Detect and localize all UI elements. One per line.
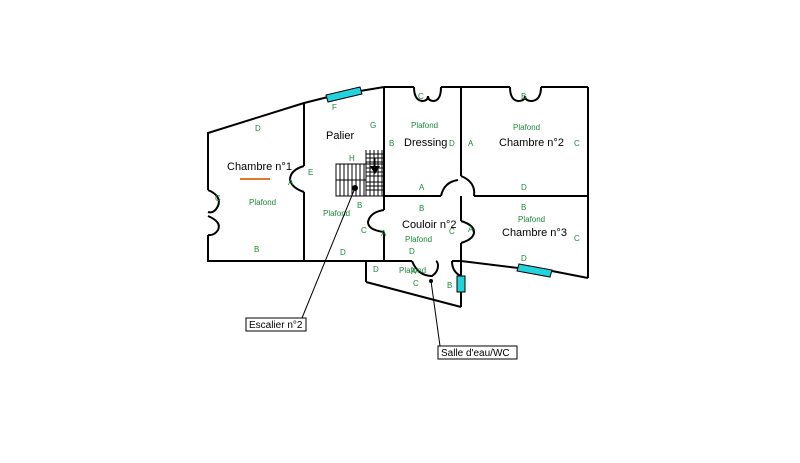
tag-d: D (373, 265, 379, 274)
couloir-left-door (366, 209, 385, 233)
tag-c: C (418, 92, 424, 101)
tag-f: F (332, 103, 337, 112)
callouts: Escalier n°2 Salle d'eau/WC (245, 187, 518, 360)
plafond-chambre3: Plafond (518, 215, 545, 224)
stair-treads (336, 150, 384, 196)
room-palier: Palier (326, 130, 354, 142)
chambre1-left-lower (207, 235, 304, 262)
plafond-chambre2: Plafond (513, 123, 540, 132)
room-chambre3: Chambre n°3 (502, 227, 567, 239)
tag-c: C (574, 234, 580, 243)
tag-b: B (419, 204, 424, 213)
chambre3-bottom-wall-2 (551, 270, 589, 279)
palier-top-wall (303, 96, 329, 104)
tag-b: B (389, 139, 394, 148)
tag-b: B (254, 245, 259, 254)
plafond-chambre1: Plafond (249, 198, 276, 207)
salle-eau-bottom-wall (365, 281, 462, 308)
tag-d: D (340, 248, 346, 257)
tag-d: D (521, 183, 527, 192)
tag-a: A (288, 178, 294, 187)
tag-a: A (419, 183, 425, 192)
tag-e: E (308, 168, 313, 177)
tag-a: A (411, 267, 417, 276)
tag-b: B (521, 92, 526, 101)
tag-c: C (215, 194, 221, 203)
staircase (335, 150, 385, 197)
salle-eau-door (411, 260, 440, 278)
salle-eau-box (437, 345, 518, 360)
window-palier (325, 86, 363, 103)
tag-d: D (521, 254, 527, 263)
stair-arrow-icon (370, 166, 380, 174)
chambre3-bottom-wall (460, 260, 519, 269)
room-couloir2: Couloir n°2 (402, 219, 457, 231)
escalier-box (245, 317, 307, 332)
chambre2-top-door (509, 86, 542, 103)
chambre3-door (460, 220, 476, 244)
tag-b: B (357, 201, 362, 210)
tag-a: A (381, 229, 387, 238)
tag-c: C (574, 139, 580, 148)
room-chambre2: Chambre n°2 (499, 137, 564, 149)
wall-tags: D C B A F G E H B C D C B D A B A C D B … (215, 92, 580, 290)
tag-h: H (349, 154, 355, 163)
room-dressing: Dressing (404, 137, 447, 149)
chambre1-left-door (207, 189, 220, 214)
window-chambre3 (516, 263, 553, 278)
tag-a: A (468, 225, 474, 234)
tag-d: D (409, 247, 415, 256)
window-salle-eau (456, 275, 466, 293)
palier-top-wall-2 (359, 86, 385, 92)
dressing-door (440, 175, 476, 197)
tag-c: C (361, 226, 367, 235)
chambre1-left-door-2 (207, 215, 220, 237)
walls (207, 86, 589, 308)
plafond-palier: Plafond (323, 209, 350, 218)
callout-escalier: Escalier n°2 (249, 320, 303, 331)
tag-g: G (370, 121, 376, 130)
plafond-salle-eau: Plafond (399, 266, 426, 275)
chambre1-walls (207, 102, 305, 190)
salle-eau-leader (430, 280, 441, 347)
dressing-top-door (413, 86, 442, 103)
tag-b: B (447, 281, 452, 290)
tag-a: A (468, 139, 474, 148)
plafond-dressing: Plafond (411, 121, 438, 130)
tag-c: C (449, 227, 455, 236)
escalier-leader (301, 187, 356, 319)
tag-d: D (255, 124, 261, 133)
room-labels: Chambre n°1 Palier Dressing Chambre n°2 … (227, 130, 567, 239)
windows (325, 86, 553, 293)
callout-salle-eau: Salle d'eau/WC (441, 348, 510, 359)
tag-b: B (521, 203, 526, 212)
plafond-couloir2: Plafond (405, 235, 432, 244)
plafond-labels: Plafond Plafond Plafond Plafond Plafond … (249, 121, 545, 275)
chambre1-door (288, 165, 305, 193)
tag-c: C (413, 279, 419, 288)
salle-eau-right-door (451, 260, 462, 277)
tag-d: D (449, 139, 455, 148)
room-chambre1: Chambre n°1 (227, 161, 292, 173)
